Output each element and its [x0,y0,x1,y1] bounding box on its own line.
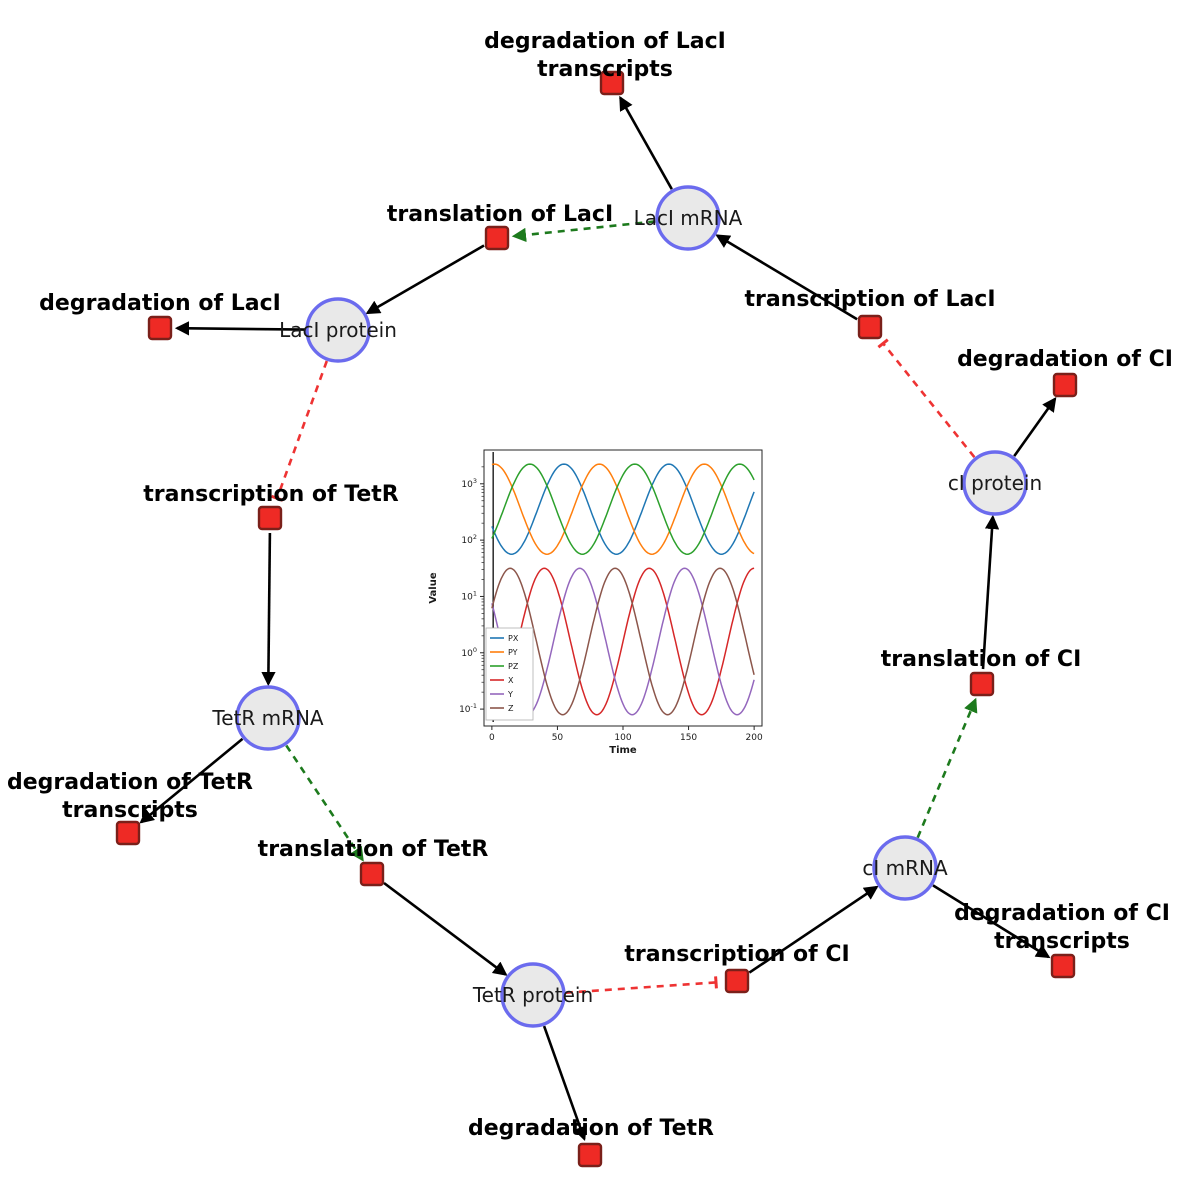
reaction-node-tx-tetr[interactable] [257,505,283,531]
x-tick-label: 100 [614,733,631,743]
edge-production-transl-tetr-tetr-protein [383,881,508,976]
edge-inhibition-laci-protein-tx-tetr [270,360,329,502]
y-tick-label: 102 [461,533,477,546]
reaction-node-deg-laci[interactable] [147,315,173,341]
reaction-label-deg-tetr-tx: degradation of TetR [7,770,253,795]
reaction-node-deg-tetr[interactable] [577,1142,603,1168]
series-PY [491,463,755,555]
species-node-tetr-mrna[interactable] [235,685,301,751]
edge-consumption-tetr-protein-deg-tetr [542,1025,587,1142]
y-axis-label: Value [428,572,439,603]
species-label-ci-mrna: cI mRNA [862,856,948,880]
reaction-label-transl-ci: translation of CI [881,647,1082,672]
series-Z [491,567,755,716]
reaction-label-deg-tetr-tx: transcripts [62,798,198,823]
legend-label-PZ: PZ [508,662,519,671]
legend-label-X: X [508,676,514,685]
edge-production-transl-ci-ci-protein [981,514,1000,670]
species-node-laci-protein[interactable] [305,297,371,363]
legend-label-PY: PY [508,648,518,657]
edge-production-tx-ci-ci-mrna [748,885,879,974]
reaction-node-tx-ci[interactable] [724,968,750,994]
reaction-label-tx-ci: transcription of CI [624,942,849,967]
y-tick-label: 100 [461,646,477,659]
edge-consumption-laci-protein-deg-laci [174,321,306,336]
reaction-node-transl-laci[interactable] [484,225,510,251]
y-tick-label: 103 [461,477,477,490]
edge-inhibition-ci-protein-tx-laci [877,338,976,459]
y-tick-label: 10-1 [459,702,477,715]
edge-production-transl-laci-laci-protein [365,244,485,315]
x-tick-label: 50 [552,733,564,743]
edge-modifier-laci-mrna-transl-laci [511,220,656,243]
edge-production-tx-laci-laci-mrna [715,234,858,321]
reaction-label-deg-ci-tx: transcripts [994,929,1130,954]
edge-production-tx-tetr-tetr-mrna [261,532,276,687]
series-PZ [491,463,755,555]
edge-consumption-laci-mrna-deg-laci-tx [619,95,673,190]
legend-label-Z: Z [508,704,514,713]
edge-modifier-ci-mrna-transl-ci [916,697,978,839]
reaction-label-tx-laci: transcription of LacI [744,287,995,312]
x-axis-label: Time [609,745,637,756]
reaction-label-deg-ci: degradation of CI [957,347,1173,372]
species-label-laci-protein: LacI protein [279,318,397,342]
reaction-node-tx-laci[interactable] [857,314,883,340]
reaction-label-deg-laci-tx: transcripts [537,57,673,82]
reaction-node-deg-tetr-tx[interactable] [115,820,141,846]
series-Y [491,567,755,716]
legend-label-Y: Y [507,690,513,699]
reaction-label-deg-laci: degradation of LacI [39,291,281,316]
species-node-ci-mrna[interactable] [872,835,938,901]
x-tick-label: 150 [680,733,697,743]
reaction-label-deg-tetr: degradation of TetR [468,1116,714,1141]
x-tick-label: 0 [489,733,495,743]
reaction-label-tx-tetr: transcription of TetR [143,482,399,507]
series-X [491,567,755,716]
reaction-label-deg-ci-tx: degradation of CI [954,901,1170,926]
x-tick-label: 200 [746,733,763,743]
species-node-laci-mrna[interactable] [655,185,721,251]
y-tick-label: 101 [461,589,477,602]
edge-modifier-tetr-mrna-transl-tetr [285,744,364,862]
reaction-node-deg-laci-tx[interactable] [599,70,625,96]
species-label-tetr-protein: TetR protein [472,983,593,1007]
reaction-label-transl-tetr: translation of TetR [258,837,489,862]
reaction-label-transl-laci: translation of LacI [387,202,613,227]
species-label-laci-mrna: LacI mRNA [634,206,743,230]
reaction-node-transl-tetr[interactable] [359,861,385,887]
species-node-ci-protein[interactable] [962,450,1028,516]
nodes-layer [115,70,1078,1168]
edge-consumption-ci-protein-deg-ci [1013,397,1057,457]
edges-layer [139,95,1057,1142]
species-label-ci-protein: cI protein [948,471,1042,495]
reaction-node-deg-ci-tx[interactable] [1050,953,1076,979]
edge-consumption-ci-mrna-deg-ci-tx [932,884,1051,959]
edge-consumption-tetr-mrna-deg-tetr-tx [139,737,244,824]
species-label-tetr-mrna: TetR mRNA [211,706,324,730]
reaction-label-deg-laci-tx: degradation of LacI [484,29,726,54]
legend-box [485,627,534,721]
species-node-tetr-protein[interactable] [500,962,566,1028]
legend-label-PX: PX [508,634,519,643]
reaction-node-deg-ci[interactable] [1052,372,1078,398]
series-PX [491,463,755,555]
reaction-node-transl-ci[interactable] [969,671,995,697]
